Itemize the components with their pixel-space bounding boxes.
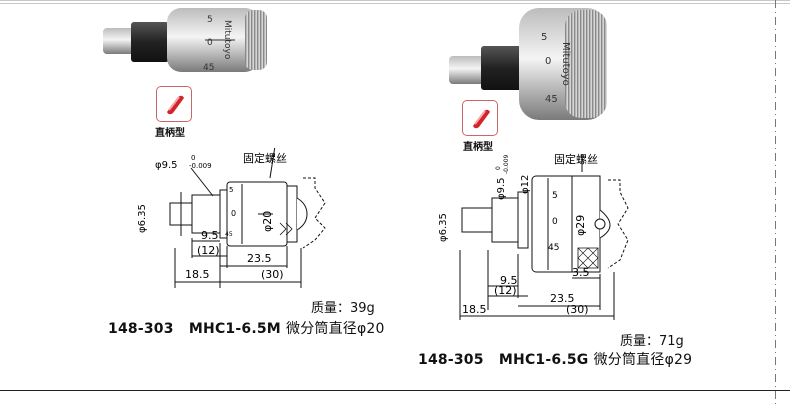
right-model-line: 148-305 MHC1-6.5G 微分筒直径φ29 [418,349,692,369]
left-desc: 微分筒直径 [286,321,357,337]
right-micrometer-photo: Mitutoyo 5 0 45 [449,8,607,120]
left-scale-5: 5 [229,186,233,194]
left-spindle-tol-upper: 0 [191,154,195,162]
margin-divider [775,0,776,404]
left-code: 148-303 [108,321,174,337]
left-dim-23-5: 23.5 [247,252,272,265]
right-spindle-tol-upper: 0 [495,166,502,170]
left-dimension-drawing: 固定螺丝 φ9.5 0 -0.009 φ6.35 φ20 5 0 45 9.5 … [137,148,326,288]
right-straight-shank-icon [462,100,498,136]
left-dim-12: (12) [197,244,220,257]
left-desc-dia: φ20 [357,321,385,337]
right-code: 148-305 [418,352,484,368]
left-dim-9-5: 9.5 [201,229,219,242]
right-dim-23-5: 23.5 [550,292,575,305]
left-mass: 质量：39g [311,301,375,316]
right-neck-dia: φ12 [520,175,531,194]
left-scale-0: 0 [231,209,236,218]
footer-rule [0,390,790,391]
left-photo-scale-45: 45 [203,63,214,73]
right-spindle-dia: φ9.5 [496,178,507,201]
left-model-line: 148-303 MHC1-6.5M 微分筒直径φ20 [108,318,385,338]
right-scale-45: 45 [548,243,559,253]
right-dim-9-5: 9.5 [500,274,518,287]
left-photo-brand: Mitutoyo [222,20,232,60]
right-shank-label: 直柄型 [463,142,493,153]
right-shank-dia: φ6.35 [438,213,449,242]
header-rule [0,0,790,1]
right-thimble-dia: φ29 [574,215,587,236]
right-photo-scale-5: 5 [541,32,547,43]
left-micrometer-photo: Mitutoyo 5 0 45 [103,8,267,73]
left-scale-45: 45 [225,231,233,238]
right-scale-5: 5 [552,191,558,201]
right-model: MHC1-6.5G [498,352,589,368]
left-dim-30: (30) [261,268,284,281]
left-shank-label: 直柄型 [155,128,185,139]
right-dim-3-5: 3.5 [572,266,590,279]
left-fixing-screw-label: 固定螺丝 [243,151,287,165]
left-spindle-tol-lower: -0.009 [189,162,212,170]
right-dim-30: (30) [566,303,589,316]
right-dimension-drawing: 固定螺丝 φ9.5 0 -0.009 φ12 φ6.35 φ29 5 0 45 … [438,152,629,320]
left-photo-scale-5: 5 [207,15,213,25]
right-photo-scale-45: 45 [545,94,558,105]
left-spindle-dia: φ9.5 [155,160,178,171]
left-model: MHC1-6.5M [188,321,281,337]
left-shank-dia: φ6.35 [137,204,148,233]
right-mass: 质量：71g [620,334,684,349]
left-thimble-dia: φ20 [261,211,274,232]
right-dim-12: (12) [494,284,517,297]
right-fixing-screw-label: 固定螺丝 [554,152,598,166]
right-spindle-tol-lower: -0.009 [503,154,510,174]
right-scale-0: 0 [552,217,558,227]
right-photo-scale-0: 0 [545,56,551,67]
right-desc: 微分筒直径 [593,352,665,368]
right-desc-dia: φ29 [664,352,693,368]
right-photo-brand: Mitutoyo [560,42,571,86]
left-straight-shank-icon [156,86,192,122]
header-rule-2 [0,3,790,4]
left-photo-scale-0: 0 [207,38,213,48]
right-dim-18-5: 18.5 [462,303,487,316]
left-dim-18-5: 18.5 [185,268,210,281]
